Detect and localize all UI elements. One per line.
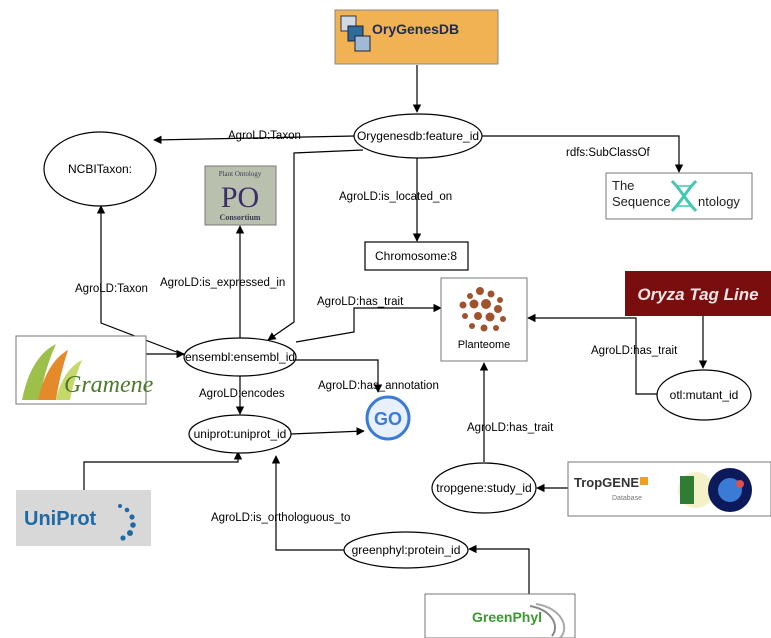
orygenesdb-logo[interactable]: OryGenesDB — [334, 9, 499, 65]
orygenesdb-logo-text: OryGenesDB — [372, 21, 459, 37]
sequence-ontology-logo[interactable]: The Sequence ntology — [605, 172, 753, 220]
label-expressed-in: AgroLD:is_expressed_in — [160, 277, 285, 289]
so-logo-line2: Sequence — [612, 194, 671, 209]
uniprot-dots-icon — [118, 504, 136, 541]
po-logo-top: Plant Ontology — [219, 170, 262, 178]
edges — [83, 65, 708, 594]
edge-ensembl-to-planteome — [295, 303, 442, 343]
otl-mutant-label: otl:mutant_id — [670, 388, 739, 402]
tropgene-logo-text: TropGENE — [574, 475, 639, 490]
planteome-logo-text: Planteome — [458, 339, 511, 351]
node-feature-id[interactable]: Orygenesdb:feature_id — [353, 113, 483, 159]
tropgene-study-label: tropgene:study_id — [436, 481, 531, 495]
edge-ensembl-to-ncbi — [96, 205, 188, 357]
label-has-trait-otl: AgroLD:has_trait — [591, 345, 678, 357]
tropgene-graphic-icon — [678, 468, 752, 512]
dna-helix-icon — [670, 179, 698, 213]
node-chromosome[interactable]: Chromosome:8 — [364, 241, 469, 271]
edge-greenphyl-to-uniprot — [271, 455, 344, 551]
go-logo-text: GO — [374, 409, 402, 429]
gramene-logo-text: Gramene — [64, 372, 154, 398]
node-ensembl-id[interactable]: ensembl:ensembl_id — [183, 337, 297, 377]
ncbi-taxon-label: NCBITaxon: — [68, 162, 132, 176]
label-has-trait-tropgene: AgroLD:has_trait — [467, 422, 554, 434]
edge-labels: AgroLD:Taxon rdfs:SubClassOf AgroLD:is_l… — [75, 130, 678, 524]
uniprot-id-label: uniprot:uniprot_id — [194, 427, 287, 441]
po-logo-mid: PO — [221, 181, 259, 214]
po-logo-bottom: Consortium — [220, 213, 261, 222]
label-encodes: AgroLD:encodes — [199, 388, 285, 400]
gramene-logo[interactable]: Gramene — [15, 335, 154, 405]
uniprot-logo-text: UniProt — [24, 508, 97, 530]
edge-feature-to-ncbi — [153, 135, 356, 145]
edge-uniprot-logo-to-uniprot-id — [83, 451, 243, 490]
nodes: NCBITaxon: Orygenesdb:feature_id Chromos… — [43, 113, 752, 569]
so-logo-line3: ntology — [698, 194, 740, 209]
edge-greenphyl-logo-to-protein — [468, 544, 530, 594]
edge-ensembl-to-go — [284, 359, 383, 393]
label-taxon-top: AgroLD:Taxon — [228, 130, 301, 142]
oryza-logo-text: Oryza Tag Line — [637, 285, 758, 304]
planteome-dots-icon — [459, 287, 506, 332]
greenphyl-logo[interactable]: GreenPhyl — [424, 593, 576, 638]
edge-feature-to-sequence-ontology — [482, 135, 684, 173]
so-logo-line1: The — [612, 178, 634, 193]
edge-uniprot-to-go — [290, 427, 365, 436]
feature-id-label: Orygenesdb:feature_id — [357, 129, 479, 143]
node-tropgene-study[interactable]: tropgene:study_id — [431, 462, 537, 514]
chromosome-label: Chromosome:8 — [375, 249, 457, 263]
node-otl-mutant[interactable]: otl:mutant_id — [656, 369, 752, 421]
label-taxon-left: AgroLD:Taxon — [75, 283, 148, 295]
ensembl-id-label: ensembl:ensembl_id — [185, 350, 295, 364]
uniprot-logo[interactable]: UniProt — [16, 490, 151, 546]
label-located-on: AgroLD:is_located_on — [339, 191, 452, 203]
greenphyl-protein-label: greenphyl:protein_id — [352, 543, 461, 557]
label-has-trait-ensembl: AgroLD:has_trait — [317, 296, 404, 308]
tropgene-logo[interactable]: TropGENE Database — [567, 461, 771, 517]
gene-ontology-logo[interactable]: GO — [365, 395, 411, 441]
greenphyl-logo-text: GreenPhyl — [472, 609, 542, 625]
node-uniprot-id[interactable]: uniprot:uniprot_id — [188, 414, 292, 454]
edge-feature-to-ensembl — [267, 149, 364, 341]
node-greenphyl-protein[interactable]: greenphyl:protein_id — [343, 531, 469, 569]
planteome-logo[interactable]: Planteome — [440, 277, 528, 362]
label-subclass: rdfs:SubClassOf — [566, 147, 651, 159]
label-has-annotation: AgroLD:has_annotation — [318, 380, 439, 392]
label-orthologous: AgroLD:is_orthologuous_to — [211, 512, 350, 524]
plant-ontology-logo[interactable]: Plant Ontology PO Consortium — [204, 165, 277, 226]
edge-otl-to-planteome — [527, 313, 660, 395]
oryza-tag-line-logo[interactable]: Oryza Tag Line — [625, 271, 771, 316]
node-ncbi-taxon[interactable]: NCBITaxon: — [43, 131, 157, 207]
tropgene-logo-sub: Database — [612, 495, 642, 502]
